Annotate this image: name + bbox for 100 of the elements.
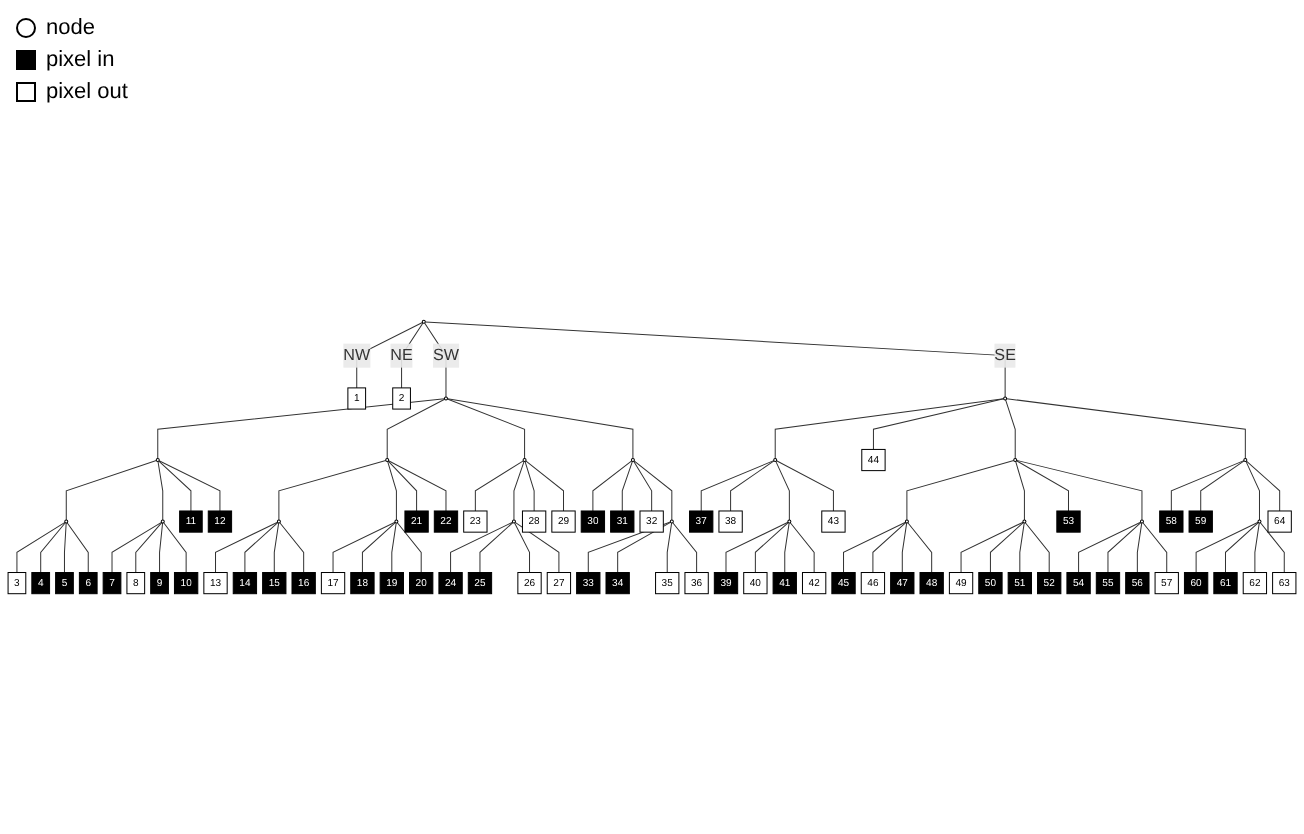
node-circle xyxy=(394,519,399,524)
node-circle xyxy=(64,519,69,524)
node-circle xyxy=(1013,458,1018,463)
connector xyxy=(592,460,633,512)
connector xyxy=(63,522,67,573)
connector xyxy=(1195,521,1259,573)
node-circle xyxy=(1243,458,1248,463)
connector xyxy=(1259,522,1285,573)
connector xyxy=(273,522,280,573)
connector xyxy=(1254,522,1260,573)
connector xyxy=(617,521,671,573)
connector xyxy=(158,460,221,512)
node-circle xyxy=(1257,519,1262,524)
node-circle xyxy=(511,519,516,524)
connector xyxy=(479,522,514,573)
connector xyxy=(361,522,396,573)
connector xyxy=(872,398,1005,450)
connector xyxy=(332,521,396,573)
connector xyxy=(356,322,423,389)
connector xyxy=(446,398,634,459)
connector xyxy=(279,522,305,573)
connector xyxy=(672,522,698,573)
connector xyxy=(1245,460,1260,521)
node-circle xyxy=(160,519,165,524)
connector xyxy=(244,522,279,573)
connector xyxy=(1200,460,1245,512)
connector xyxy=(906,459,1015,521)
connector xyxy=(1019,522,1025,573)
connector xyxy=(725,521,789,573)
connector xyxy=(157,461,164,521)
node-circle xyxy=(1139,519,1144,524)
edge-label: SE xyxy=(994,346,1016,364)
connector xyxy=(159,522,164,573)
connector xyxy=(1170,460,1245,512)
node-circle xyxy=(669,519,674,524)
connector xyxy=(633,460,653,512)
connector xyxy=(391,522,397,573)
node-circle xyxy=(1003,396,1008,401)
connector xyxy=(401,322,424,389)
connector xyxy=(1245,460,1281,512)
connector xyxy=(163,522,187,573)
legend-label: pixel in xyxy=(46,48,115,72)
node-circle xyxy=(904,519,909,524)
node-circle xyxy=(1022,519,1027,524)
connector xyxy=(907,522,933,573)
connector xyxy=(474,460,524,512)
connector xyxy=(387,460,397,521)
node-circle xyxy=(385,458,390,463)
connector xyxy=(666,522,673,573)
legend-label: pixel out xyxy=(46,80,128,104)
connector xyxy=(65,460,157,521)
connector xyxy=(514,522,531,573)
connector xyxy=(775,460,790,521)
connector xyxy=(514,521,560,573)
connector xyxy=(784,522,790,573)
connector xyxy=(446,398,526,459)
connector xyxy=(774,398,1005,459)
connector xyxy=(1005,399,1016,459)
node-circle xyxy=(522,458,527,463)
edge-label: SW xyxy=(432,346,459,364)
connector xyxy=(1107,522,1142,573)
connector xyxy=(16,521,66,573)
node-circle xyxy=(421,319,426,324)
connector xyxy=(40,522,66,573)
connector xyxy=(386,398,446,459)
connector xyxy=(525,460,564,512)
edge-label: NE xyxy=(390,346,413,364)
connector xyxy=(157,398,445,459)
node-circle xyxy=(773,458,778,463)
connector xyxy=(1225,522,1259,573)
connector xyxy=(754,522,789,573)
connector xyxy=(215,521,279,573)
legend-label: node xyxy=(46,16,95,40)
connector xyxy=(1024,522,1050,573)
connector xyxy=(513,460,525,521)
connector xyxy=(1016,460,1069,512)
connector xyxy=(989,522,1024,573)
connector xyxy=(1016,459,1143,521)
connector xyxy=(158,460,192,512)
connector xyxy=(776,460,834,512)
connector xyxy=(901,522,908,573)
connector xyxy=(730,460,775,512)
node-circle xyxy=(443,396,448,401)
connector xyxy=(700,460,775,512)
connector xyxy=(1015,460,1025,521)
connector xyxy=(66,522,89,573)
connector xyxy=(450,521,514,573)
connector xyxy=(843,521,907,573)
connector xyxy=(872,522,907,573)
connector xyxy=(587,521,671,573)
connector xyxy=(789,522,815,573)
connector xyxy=(960,521,1024,573)
node-circle xyxy=(787,519,792,524)
edge-label: NW xyxy=(343,346,371,364)
connector xyxy=(111,521,162,573)
connector xyxy=(633,460,673,521)
connector xyxy=(388,460,447,512)
connector xyxy=(524,460,535,512)
connector xyxy=(1006,398,1246,459)
connector xyxy=(1078,521,1142,573)
